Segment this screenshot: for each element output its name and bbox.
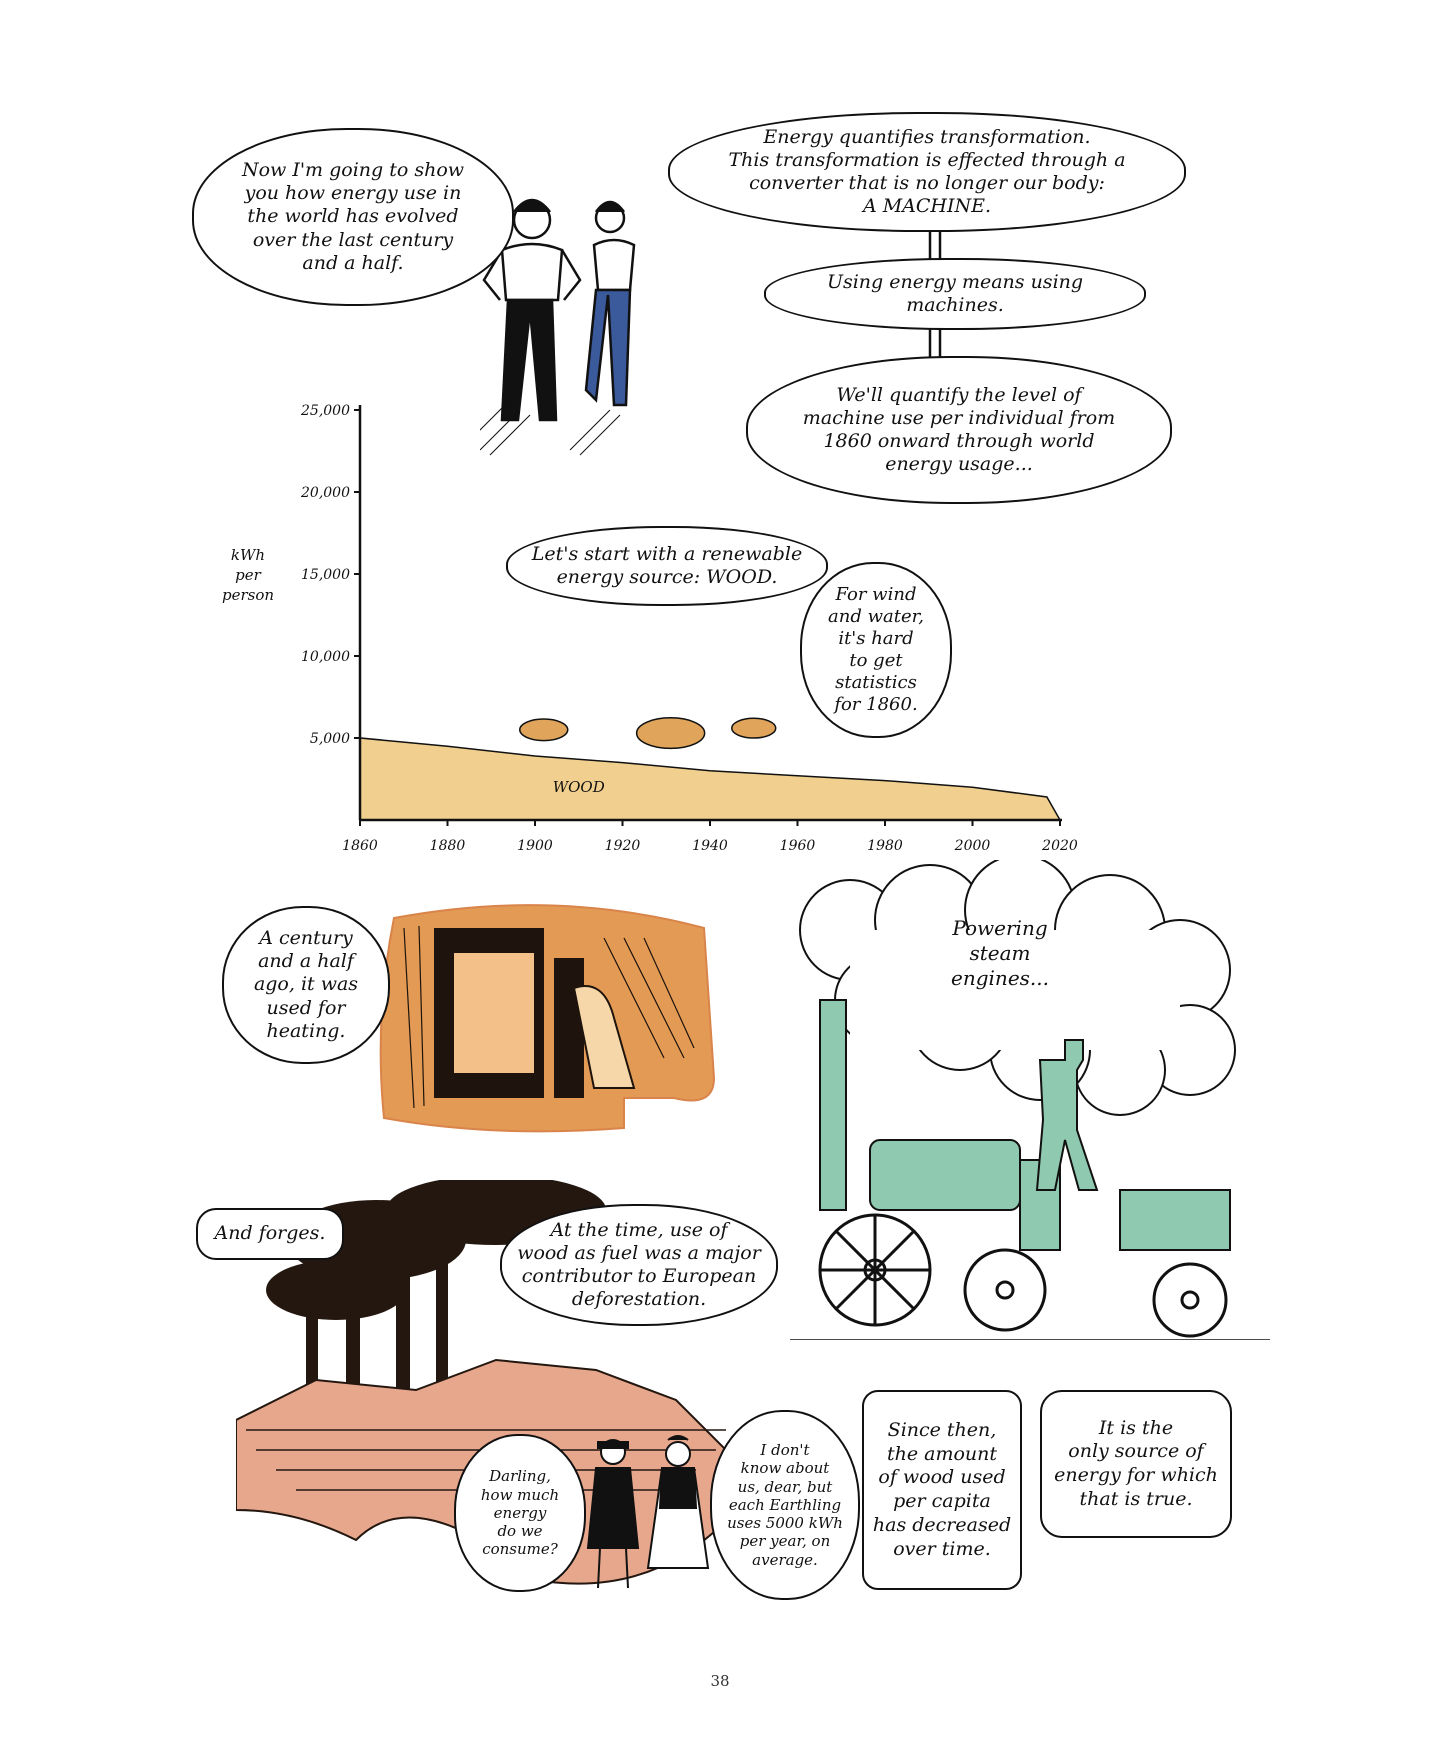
wood-log-icon [519,718,569,742]
intro-speech-bubble: Now I'm going to show you how energy use… [192,128,514,306]
x-tick-label: 2020 [1041,838,1078,854]
fireplace-illustration [379,904,716,1133]
wood-area [359,737,1062,821]
x-tick-label: 1860 [342,838,378,854]
couple-illustration [586,1435,710,1589]
y-tick-label: 15,000 [301,567,350,583]
wood-speech-bubble: Let's start with a renewable energy sour… [506,526,828,606]
x-tick-label: 1920 [605,838,641,854]
forges-caption: And forges. [196,1208,344,1260]
series-label-wood: WOOD [553,778,605,796]
dontknow-speech-bubble: I don't know about us, dear, but each Ea… [710,1410,860,1600]
wood-log-icon [635,717,706,750]
heating-speech-bubble: A century and a half ago, it was used fo… [222,906,390,1064]
characters-illustration [480,198,636,456]
deforestation-speech-bubble: At the time, use of wood as fuel was a m… [500,1204,778,1326]
wood-energy-chart: WOOD 5,000 10,000 15,000 20,000 25,000 1860 188… [222,403,1078,854]
y-tick-label: 10,000 [301,649,350,665]
wood-log-icon [731,717,777,739]
x-tick-label: 1900 [517,838,553,854]
since-then-caption: Since then, the amount of wood used per … [862,1390,1022,1590]
steam-engine-illustration [790,860,1270,1340]
x-tick-label: 1980 [867,838,903,854]
y-tick-label: 5,000 [310,731,350,747]
wind-speech-bubble: For wind and water, it's hard to get sta… [800,562,952,738]
y-tick-label: 20,000 [300,485,350,501]
x-tick-label: 2000 [954,838,991,854]
machines-speech-bubble: Using energy means using machines. [764,258,1146,330]
y-tick-label: 25,000 [300,403,350,419]
bubble-connectors [928,230,942,358]
energy-speech-bubble: Energy quantifies transformation. This t… [668,112,1186,232]
only-source-caption: It is the only source of energy for whic… [1040,1390,1232,1538]
page-number: 38 [710,1672,730,1690]
steam-caption: Powering steam engines... [951,916,1049,990]
darling-speech-bubble: Darling, how much energy do we consume? [454,1434,586,1592]
x-tick-label: 1940 [692,838,728,854]
quantify-speech-bubble: We'll quantify the level of machine use … [746,356,1172,504]
x-tick-label: 1960 [780,838,816,854]
x-tick-label: 1880 [430,838,466,854]
